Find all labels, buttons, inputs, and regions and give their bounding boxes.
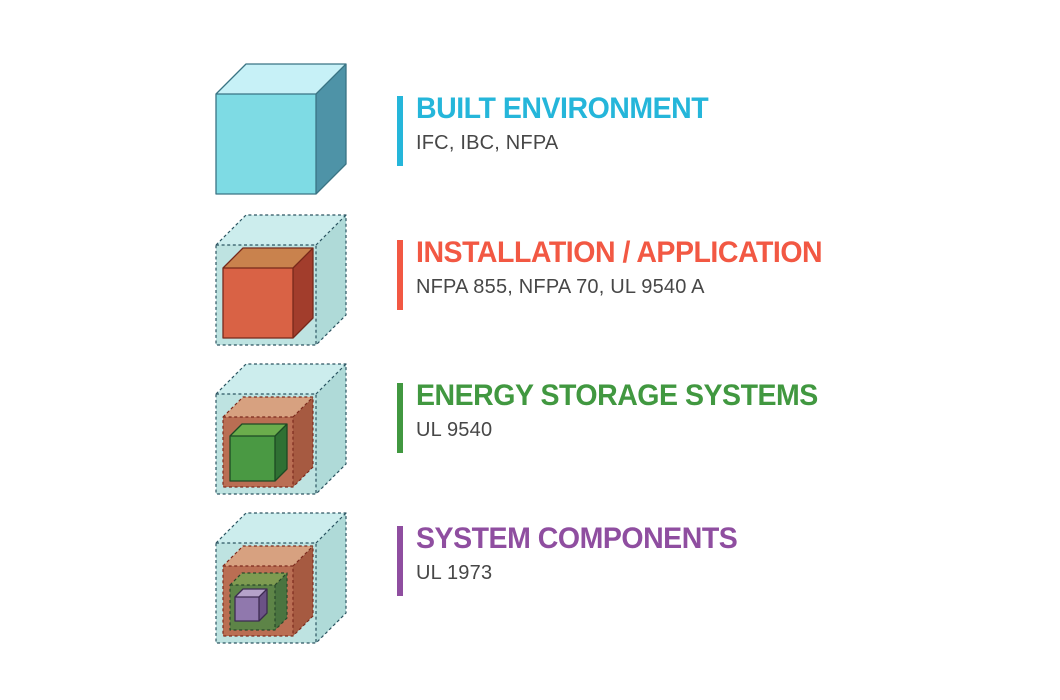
accent-bar [397,96,403,166]
label-block: INSTALLATION / APPLICATION NFPA 855, NFP… [397,236,1017,310]
section-standards: NFPA 855, NFPA 70, UL 9540 A [416,276,705,298]
accent-bar [397,526,403,596]
nested-cube-icon-energy-storage-systems [215,363,347,495]
section-title: ENERGY STORAGE SYSTEMS [416,379,818,412]
section-standards: IFC, IBC, NFPA [416,132,559,154]
section-standards: UL 1973 [416,562,493,584]
nested-cube-icon-system-components [215,512,347,644]
section-title: BUILT ENVIRONMENT [416,92,709,125]
label-block: ENERGY STORAGE SYSTEMS UL 9540 [397,379,1017,453]
label-block: SYSTEM COMPONENTS UL 1973 [397,522,1017,596]
nested-cube-icon-installation-application [215,214,347,346]
section-standards: UL 9540 [416,419,493,441]
label-block: BUILT ENVIRONMENT IFC, IBC, NFPA [397,92,1017,166]
section-title: SYSTEM COMPONENTS [416,522,738,555]
accent-bar [397,383,403,453]
section-title: INSTALLATION / APPLICATION [416,236,823,269]
nested-cube-icon-built-environment [215,63,347,195]
accent-bar [397,240,403,310]
